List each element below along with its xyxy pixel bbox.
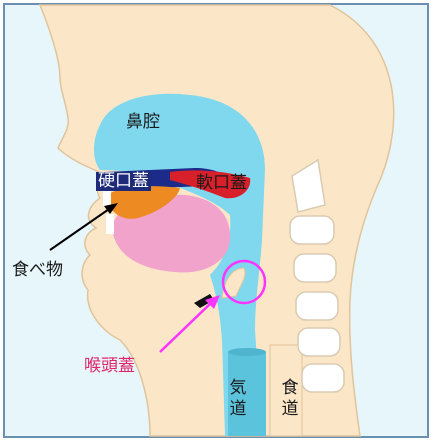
trachea-label: 気道 bbox=[228, 378, 248, 420]
nasal-cavity-label: 鼻腔 bbox=[126, 114, 160, 131]
trachea-opening bbox=[228, 348, 266, 356]
vertebra-6 bbox=[302, 364, 344, 392]
vertebra-5 bbox=[298, 328, 340, 356]
vertebra-2 bbox=[290, 216, 334, 244]
soft-palate-label: 軟口蓋 bbox=[196, 175, 247, 192]
vertebra-4 bbox=[296, 292, 338, 320]
food-label: 食べ物 bbox=[12, 262, 63, 279]
lower-teeth bbox=[106, 214, 114, 234]
esophagus-label: 食道 bbox=[280, 378, 300, 420]
epiglottis-label: 喉頭蓋 bbox=[84, 358, 135, 375]
vertebra-3 bbox=[294, 254, 336, 282]
hard-palate-label: 硬口蓋 bbox=[96, 172, 151, 191]
